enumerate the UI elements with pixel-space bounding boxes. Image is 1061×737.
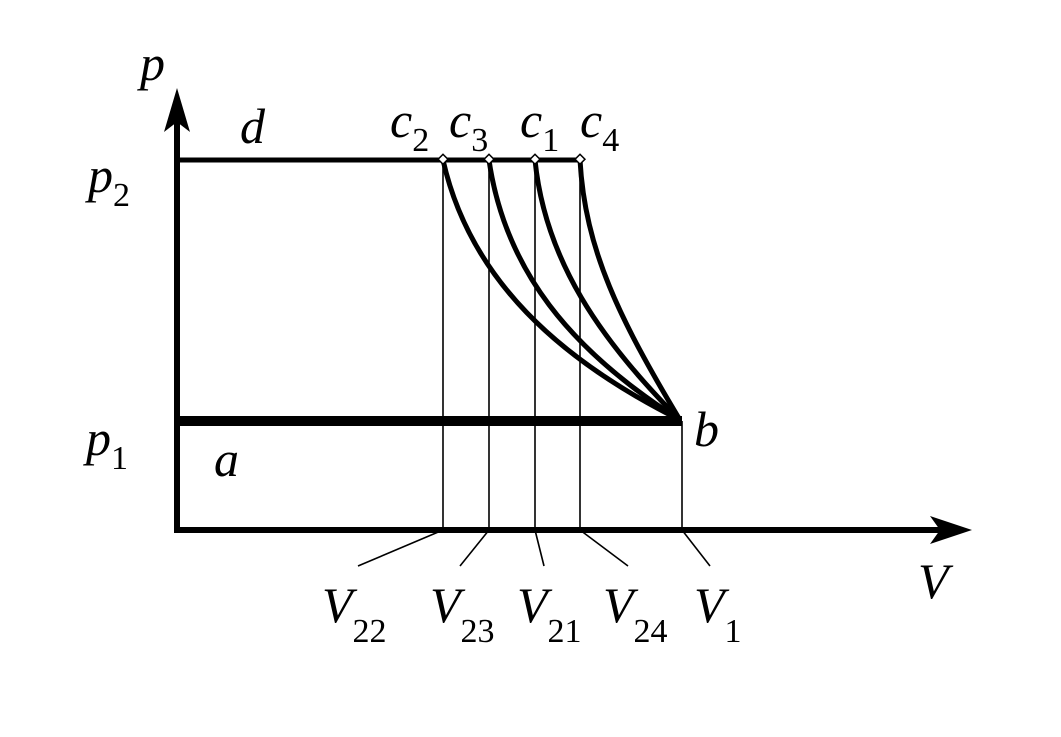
c2-sub: 2 bbox=[412, 122, 429, 159]
y-axis-label: p bbox=[137, 35, 165, 91]
v1-label: V1 bbox=[694, 577, 742, 650]
marker-c1 bbox=[528, 153, 542, 166]
y-axis-arrowhead bbox=[164, 88, 190, 132]
v23-main: V bbox=[430, 577, 466, 633]
c1-sub: 1 bbox=[542, 122, 559, 159]
v21-label: V21 bbox=[517, 577, 582, 650]
curve-b-c3 bbox=[486, 159, 682, 423]
leader-v1 bbox=[681, 529, 711, 567]
point-markers bbox=[436, 153, 587, 166]
c2-main: c bbox=[390, 92, 412, 148]
point-c3-label: c3 bbox=[449, 92, 488, 159]
v24-sub: 24 bbox=[634, 613, 668, 650]
curve-b-c1 bbox=[532, 159, 682, 422]
point-b-label: b bbox=[694, 401, 719, 457]
v21-main: V bbox=[517, 577, 553, 633]
marker-c4 bbox=[573, 153, 587, 166]
leader-v21 bbox=[534, 529, 545, 567]
c1-main: c bbox=[520, 92, 542, 148]
curve-b-c2 bbox=[440, 159, 682, 423]
v24-label: V24 bbox=[603, 577, 668, 650]
p2-main: p bbox=[85, 147, 113, 203]
p2-label: p2 bbox=[85, 147, 130, 214]
x-axis-label: V bbox=[918, 553, 954, 609]
curve-b-c4 bbox=[577, 159, 683, 422]
point-c2-label: c2 bbox=[390, 92, 429, 159]
v23-label: V23 bbox=[430, 577, 495, 650]
point-c4-label: c4 bbox=[580, 92, 619, 159]
marker-c2 bbox=[436, 153, 450, 166]
x-axis-arrowhead bbox=[930, 516, 972, 544]
v22-main: V bbox=[322, 577, 358, 633]
point-a-label: a bbox=[214, 431, 239, 487]
c3-main: c bbox=[449, 92, 471, 148]
v24-main: V bbox=[603, 577, 639, 633]
leader-v22 bbox=[357, 529, 444, 567]
p2-sub: 2 bbox=[113, 177, 130, 214]
marker-c3 bbox=[482, 153, 496, 166]
point-c1-label: c1 bbox=[520, 92, 559, 159]
p1-label: p1 bbox=[83, 410, 128, 477]
v21-sub: 21 bbox=[548, 613, 582, 650]
v23-sub: 23 bbox=[461, 613, 495, 650]
c4-sub: 4 bbox=[602, 122, 619, 159]
p1-sub: 1 bbox=[111, 440, 128, 477]
leader-v23 bbox=[459, 529, 490, 567]
c3-sub: 3 bbox=[471, 122, 488, 159]
v1-sub: 1 bbox=[725, 613, 742, 650]
c4-main: c bbox=[580, 92, 602, 148]
v1-main: V bbox=[694, 577, 730, 633]
leader-v24 bbox=[579, 529, 629, 567]
p1-main: p bbox=[83, 410, 111, 466]
v22-label: V22 bbox=[322, 577, 387, 650]
point-d-label: d bbox=[240, 98, 266, 154]
v22-sub: 22 bbox=[353, 613, 387, 650]
